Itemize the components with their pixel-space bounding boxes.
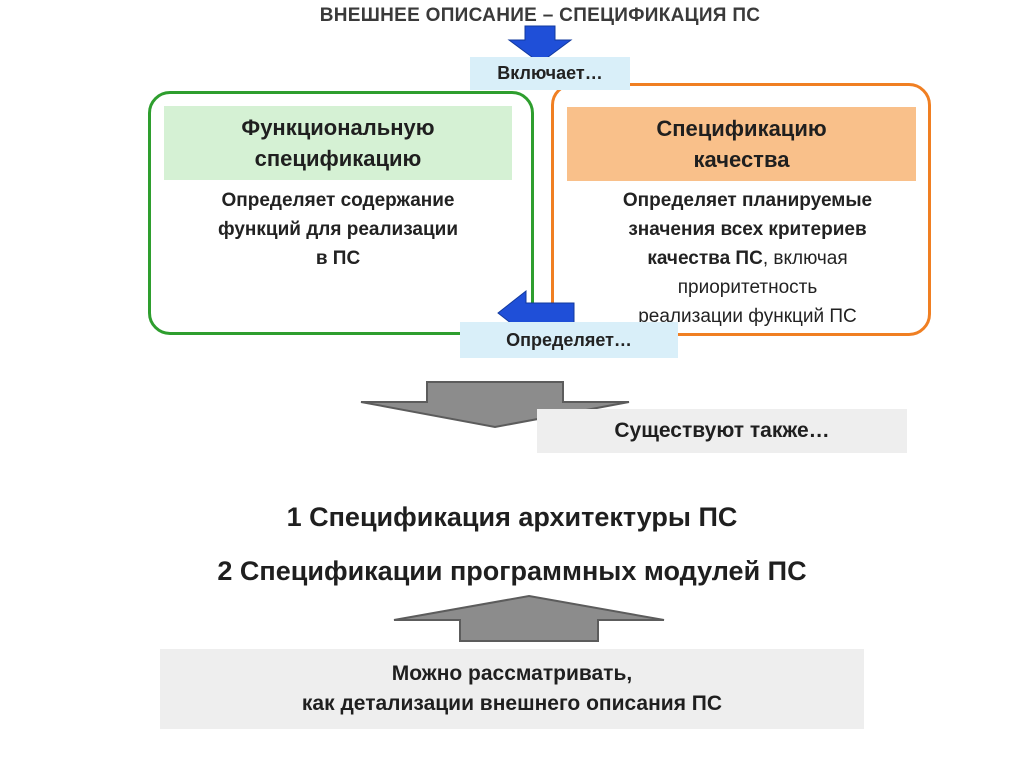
functional-spec-description-line-3: в ПС [315, 248, 361, 269]
detail-note-line-2: как детализации внешнего описания ПС [301, 692, 723, 715]
quality-spec-header-line-2: качества [693, 147, 790, 172]
list-item-architecture: 1 Спецификация архитектуры ПС [286, 502, 738, 532]
quality-spec-header: Спецификацию качества [567, 107, 916, 181]
quality-spec-description-line-3: качества ПС, включая [575, 244, 920, 273]
quality-spec-description-line-3-bold: качества ПС [647, 248, 763, 269]
list-item-modules: 2 Спецификации программных модулей ПС [217, 556, 807, 586]
quality-spec-description-line-5: реализации функций ПС [638, 306, 857, 327]
functional-spec-header-line-1: Функциональную [241, 115, 435, 140]
includes-label: Включает… [470, 57, 630, 90]
functional-spec-description: Определяет содержание функций для реализ… [168, 186, 508, 273]
functional-spec-header: Функциональную спецификацию [164, 106, 512, 180]
quality-spec-description-line-3-tail: , включая [762, 248, 848, 269]
detail-note-box: Можно рассматривать, как детализации вне… [160, 649, 864, 729]
functional-spec-description-line-1: Определяет содержание [221, 190, 455, 211]
quality-spec-description-line-2: значения всех критериев [628, 219, 867, 240]
quality-spec-header-line-1: Спецификацию [656, 116, 827, 141]
grey-up-arrow-icon [393, 594, 665, 642]
down-arrow-icon [507, 25, 573, 64]
functional-spec-header-line-2: спецификацию [254, 146, 422, 171]
diagram-title: ВНЕШНЕЕ ОПИСАНИЕ – СПЕЦИФИКАЦИЯ ПС [319, 5, 761, 26]
detail-note-line-1: Можно рассматривать, [391, 662, 633, 685]
functional-spec-description-line-2: функций для реализации [217, 219, 459, 240]
defines-label: Определяет… [460, 322, 678, 358]
quality-spec-description: Определяет планируемые значения всех кри… [575, 186, 920, 331]
quality-spec-description-line-1: Определяет планируемые [622, 190, 873, 211]
also-exist-label: Существуют также… [537, 409, 907, 453]
quality-spec-description-line-4: приоритетность [677, 277, 818, 298]
